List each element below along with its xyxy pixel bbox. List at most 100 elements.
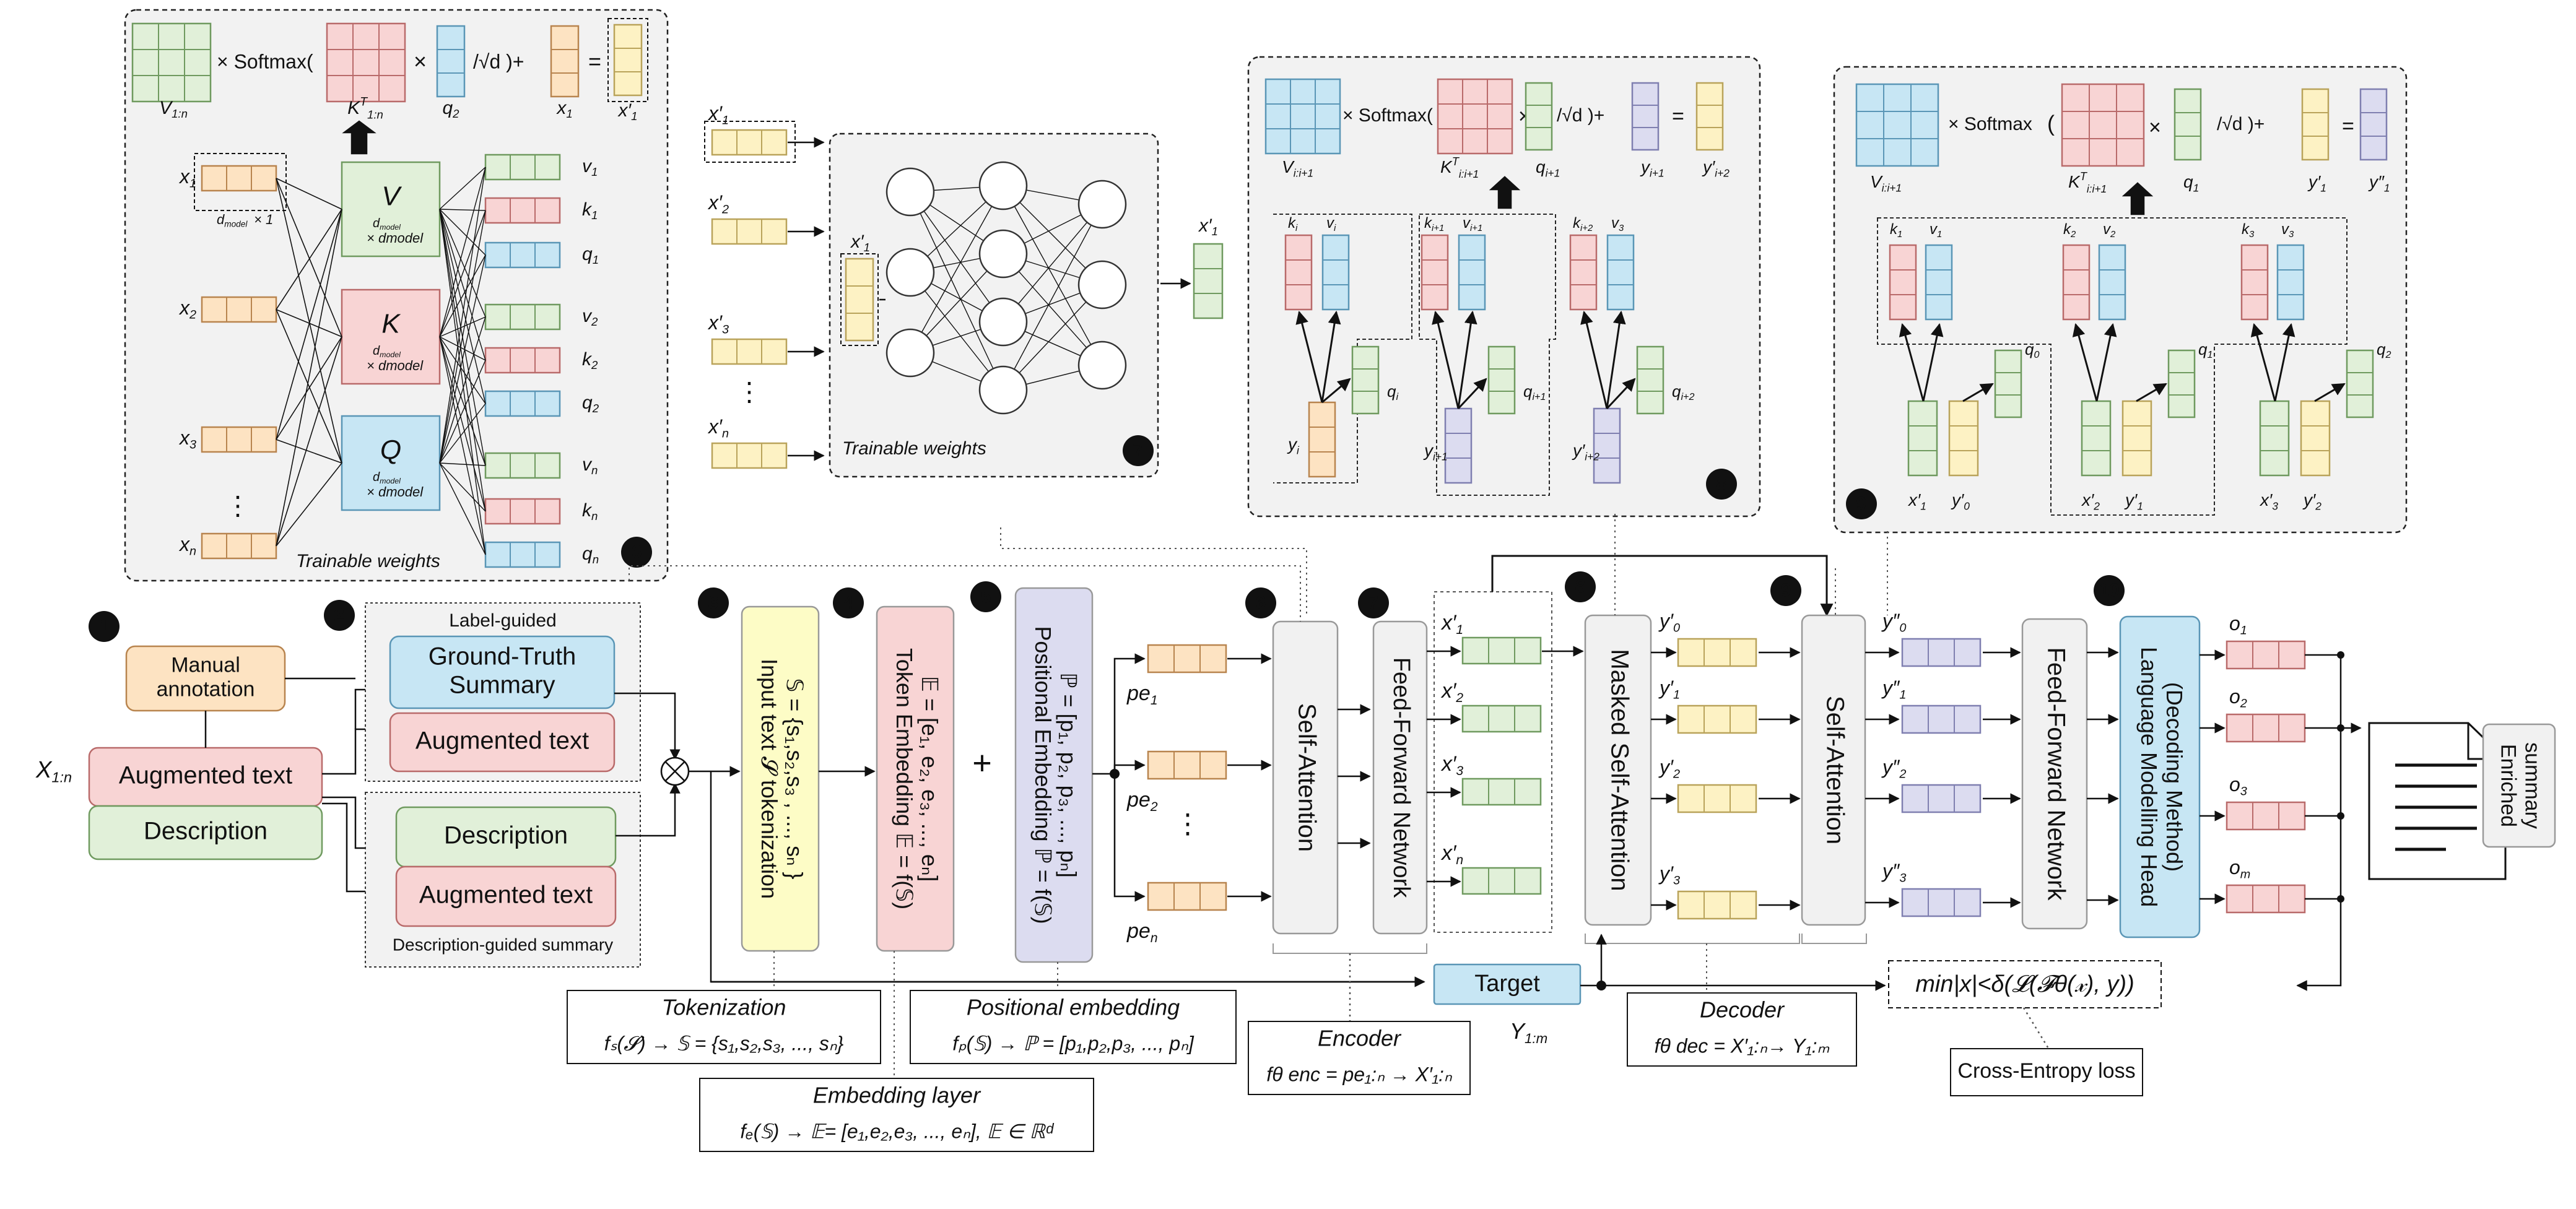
- caption-title: Tokenization: [662, 995, 786, 1020]
- decoder-input-label: y′3: [1658, 862, 1680, 887]
- badge-circle: [89, 611, 120, 642]
- weight-edge: [439, 209, 486, 318]
- box: [1372, 620, 1428, 935]
- x-input-label: X1:n: [35, 757, 72, 786]
- box: [711, 338, 788, 365]
- dotted-link: [629, 565, 1301, 622]
- label-sub: 3: [2272, 500, 2278, 512]
- pe-label: pe1: [1126, 682, 1158, 708]
- formula-xp-label: x′1: [617, 100, 638, 123]
- decoder-output-vector: [1901, 784, 1982, 813]
- badge-number: 5: [981, 586, 991, 607]
- group-v-vector: [1606, 234, 1635, 311]
- badge-number: 8: [1575, 576, 1586, 597]
- ffn-input-label: x′n: [707, 415, 729, 440]
- ffn-input-label: x′2: [707, 191, 729, 216]
- label-sub: 3: [722, 323, 729, 337]
- box: [201, 426, 277, 453]
- box: [1901, 704, 1982, 734]
- badge-number: 9: [1781, 580, 1791, 600]
- augmented-text-box: Augmented text: [88, 747, 323, 807]
- label-main: q: [2183, 172, 2193, 191]
- label-sub: 3: [2249, 230, 2255, 240]
- caption-title: Encoder: [1318, 1026, 1402, 1051]
- label-main: x′: [617, 100, 632, 121]
- step-badge: 5: [970, 581, 1001, 612]
- box: [876, 605, 955, 952]
- box: [1421, 234, 1449, 311]
- label-main: pe: [1126, 788, 1151, 812]
- label-main: V: [1870, 172, 1883, 191]
- output-vector: [484, 241, 561, 269]
- combine-x: [664, 761, 685, 782]
- caption-title: Positional embedding: [967, 995, 1180, 1020]
- badge-number: 8: [1717, 474, 1727, 494]
- output-token-vector: [2226, 713, 2306, 743]
- output-label: vn: [582, 454, 598, 477]
- weight-edge: [439, 210, 486, 337]
- formula-q-label: q2: [442, 98, 459, 120]
- group-v-vector: [2276, 244, 2305, 321]
- nn-edge: [1003, 185, 1103, 366]
- softmax-label: × Softmax(: [217, 50, 313, 72]
- group-k-vector: [1421, 234, 1449, 311]
- group-q-label: qi+2: [1672, 382, 1694, 402]
- step-badge: 6: [1245, 587, 1276, 618]
- label-sub: 2: [592, 402, 599, 415]
- box: [1593, 407, 1621, 484]
- plus-sign: +: [972, 744, 992, 781]
- label-sub: 1: [1212, 225, 1218, 238]
- weight-edge: [276, 209, 342, 310]
- equals-sign: =: [2342, 115, 2354, 138]
- group-k-label: k2: [2063, 221, 2076, 240]
- attn-arrow: [1899, 323, 1925, 402]
- group-outline: [1273, 214, 1412, 483]
- label-sub: 1: [864, 241, 870, 254]
- label-main: y: [1287, 435, 1298, 454]
- neuron: [978, 365, 1028, 415]
- label-sub: 1: [1937, 230, 1942, 240]
- group-q-label: q2: [2377, 340, 2391, 360]
- label-main: k: [1288, 215, 1297, 232]
- box: [1606, 234, 1635, 311]
- group-yprev-vector: [2121, 400, 2152, 477]
- output-label: kn: [582, 500, 598, 522]
- label-sub: i+2: [1715, 167, 1730, 179]
- group-k-label: ki+1: [1424, 215, 1444, 233]
- label-main: k: [1424, 215, 1433, 232]
- box: [484, 303, 561, 331]
- output-vector: [484, 154, 561, 181]
- key-matrix: [326, 22, 406, 103]
- formula-x-label: x1: [555, 98, 572, 120]
- label-sub: i:i+1: [2087, 182, 2107, 194]
- step-badge: 10: [2094, 575, 2125, 606]
- label-main: x′: [2081, 490, 2095, 509]
- ffn-caption: Trainable weights: [842, 438, 986, 459]
- attn-arrow: [1606, 378, 1636, 410]
- weight-edge: [276, 209, 342, 440]
- group-v-label: v3: [2281, 221, 2294, 240]
- input-vector: [201, 426, 277, 453]
- group-x-label: x′3: [2259, 490, 2278, 512]
- label-sub: 1: [1920, 500, 1926, 512]
- label-sub: 2: [2240, 697, 2247, 711]
- box: [1948, 400, 1979, 477]
- masked-yp-label: y′i+2: [1702, 157, 1730, 179]
- output-label: k2: [582, 349, 598, 371]
- group-k-vector: [2062, 244, 2091, 321]
- label-main: d: [373, 344, 380, 358]
- output-label: k1: [582, 199, 598, 222]
- ffn-input-vector: [711, 218, 788, 245]
- group-v-vector: [1925, 244, 1953, 321]
- encoder-output-label: x′3: [1440, 752, 1463, 778]
- weight-dim: dmodel: [373, 344, 401, 359]
- label-sub: 1: [1897, 230, 1902, 240]
- input-label: x2: [178, 297, 196, 321]
- group-v-label: vi+1: [1463, 215, 1482, 233]
- label-sub: 1:n: [51, 769, 72, 786]
- decoder-output-label: y″3: [1881, 860, 1906, 885]
- attn-arrow: [1295, 310, 1323, 403]
